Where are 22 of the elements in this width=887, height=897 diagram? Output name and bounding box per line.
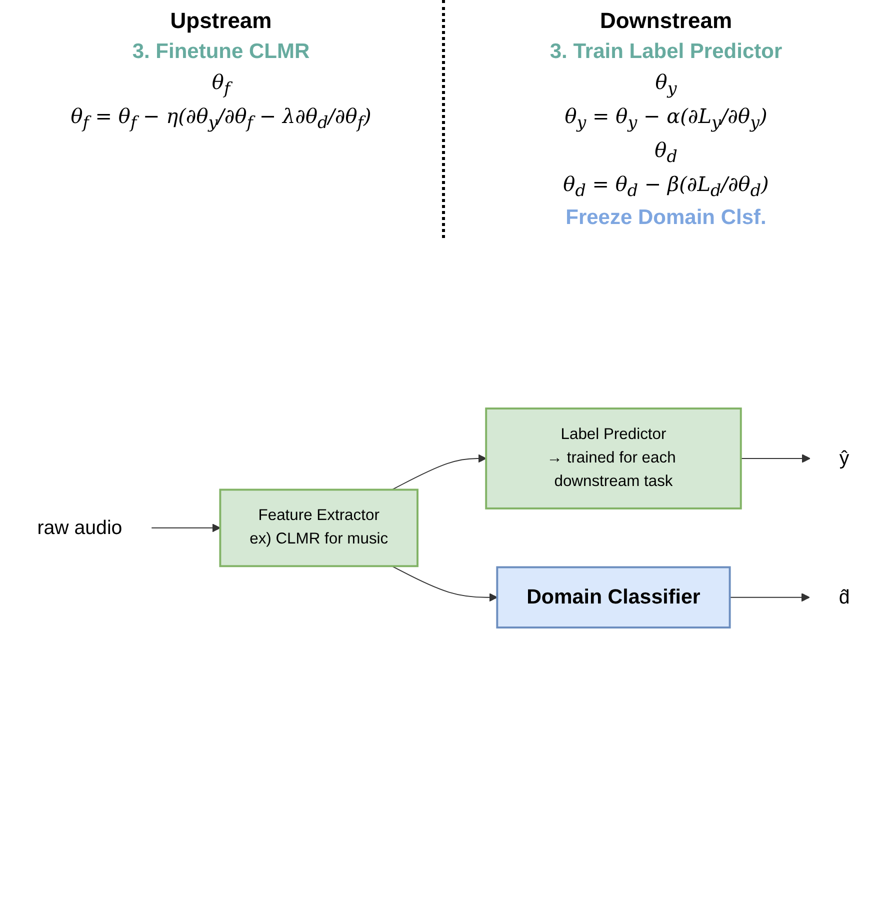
node-text: raw audio <box>37 517 122 539</box>
formula: θ$_{f}$ = θ$_{f}$ − η(∂θ$_{y}$/∂θ$_{f}$ − λ∂θ$_{d}$/∂θ$_{f}$) <box>70 104 372 132</box>
arrow <box>729 593 810 602</box>
section-heading: Downstream <box>600 8 732 34</box>
node-text: ŷ <box>839 448 850 470</box>
arrow <box>151 524 221 532</box>
formula: θ$_{d}$ = θ$_{d}$ − β(∂L$_{d}$/∂θ$_{d}$) <box>563 172 769 200</box>
node-box: Feature Extractor ex) CLMR for music <box>219 488 418 568</box>
formula: θ$_{y}$ = θ$_{y}$ − α(∂L$_{y}$/∂θ$_{y}$) <box>564 104 768 132</box>
arrow <box>740 454 810 463</box>
step-title: 3. Train Label Predictor <box>550 40 782 64</box>
node-box: Label Predictor → trained for each downstream task <box>485 408 742 510</box>
node-box: Domain Classifier <box>496 566 731 628</box>
formula: θ$_{f}$ <box>212 70 230 98</box>
formula: θ$_{d}$ <box>654 138 678 166</box>
step-title: 3. Finetune CLMR <box>132 40 310 64</box>
arrow <box>392 454 486 490</box>
formula: θ$_{y}$ <box>655 70 677 98</box>
step-title: Freeze Domain Clsf. <box>566 206 766 230</box>
node-text: d̂ <box>838 586 850 608</box>
section-heading: Upstream <box>170 8 272 34</box>
arrow <box>392 566 498 602</box>
